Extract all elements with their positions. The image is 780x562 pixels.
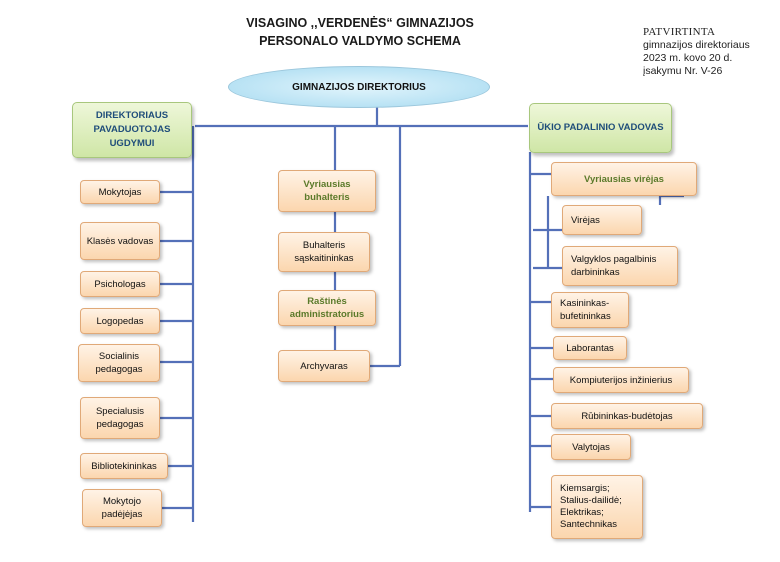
approval-line-4: įsakymu Nr. V-26 — [643, 65, 723, 77]
approval-line-1: PATVIRTINTA — [643, 26, 716, 38]
node-vyriausias-buhalteris: Vyriausias buhalteris — [278, 170, 376, 212]
node-specialusis-pedagogas: Specialusis pedagogas — [80, 397, 160, 439]
title-line-1: VISAGINO ,,VERDENĖS“ GIMNAZIJOS — [246, 16, 474, 30]
node-mokytojo-padejejas: Mokytojo padėjėjas — [82, 489, 162, 527]
node-bibliotekininkas: Bibliotekininkas — [80, 453, 168, 479]
node-kasininkas-bufetininkas: Kasininkas-bufetininkas — [551, 292, 629, 328]
node-virejas: Virėjas — [562, 205, 642, 235]
node-rubininkas-budetojas: Rūbininkas-budėtojas — [551, 403, 703, 429]
approval-line-3: 2023 m. kovo 20 d. — [643, 52, 733, 64]
node-logopedas: Logopedas — [80, 308, 160, 334]
node-kompiuterijos-inzinierius: Kompiuterijos inžinierius — [553, 367, 689, 393]
node-laborantas: Laborantas — [553, 336, 627, 360]
node-valytojas: Valytojas — [551, 434, 631, 460]
maintenance-head-node: ŪKIO PADALINIO VADOVAS — [529, 103, 672, 153]
node-vyriausias-virejas: Vyriausias virėjas — [551, 162, 697, 196]
node-socialinis-pedagogas: Socialinis pedagogas — [78, 344, 160, 382]
node-kiemsargis-group-text: Kiemsargis; Stalius-dailidė; Elektrikas;… — [560, 483, 622, 530]
approval-note: PATVIRTINTA gimnazijos direktoriaus 2023… — [643, 26, 778, 78]
node-archyvaras: Archyvaras — [278, 350, 370, 382]
node-rastines-administratorius: Raštinės administratorius — [278, 290, 376, 326]
node-mokytojas: Mokytojas — [80, 180, 160, 204]
node-psichologas: Psichologas — [80, 271, 160, 297]
node-buhalteris-saskaitininkas: Buhalteris sąskaitininkas — [278, 232, 370, 272]
page-title: VISAGINO ,,VERDENĖS“ GIMNAZIJOS PERSONAL… — [200, 14, 520, 50]
approval-line-2: gimnazijos direktoriaus — [643, 39, 750, 51]
title-line-2: PERSONALO VALDYMO SCHEMA — [259, 34, 461, 48]
node-klases-vadovas: Klasės vadovas — [80, 222, 160, 260]
node-kiemsargis-group: Kiemsargis; Stalius-dailidė; Elektrikas;… — [551, 475, 643, 539]
director-node: GIMNAZIJOS DIREKTORIUS — [228, 66, 490, 108]
deputy-node: DIREKTORIAUS PAVADUOTOJAS UGDYMUI — [72, 102, 192, 158]
node-valgyklos-darbininkas: Valgyklos pagalbinis darbininkas — [562, 246, 678, 286]
